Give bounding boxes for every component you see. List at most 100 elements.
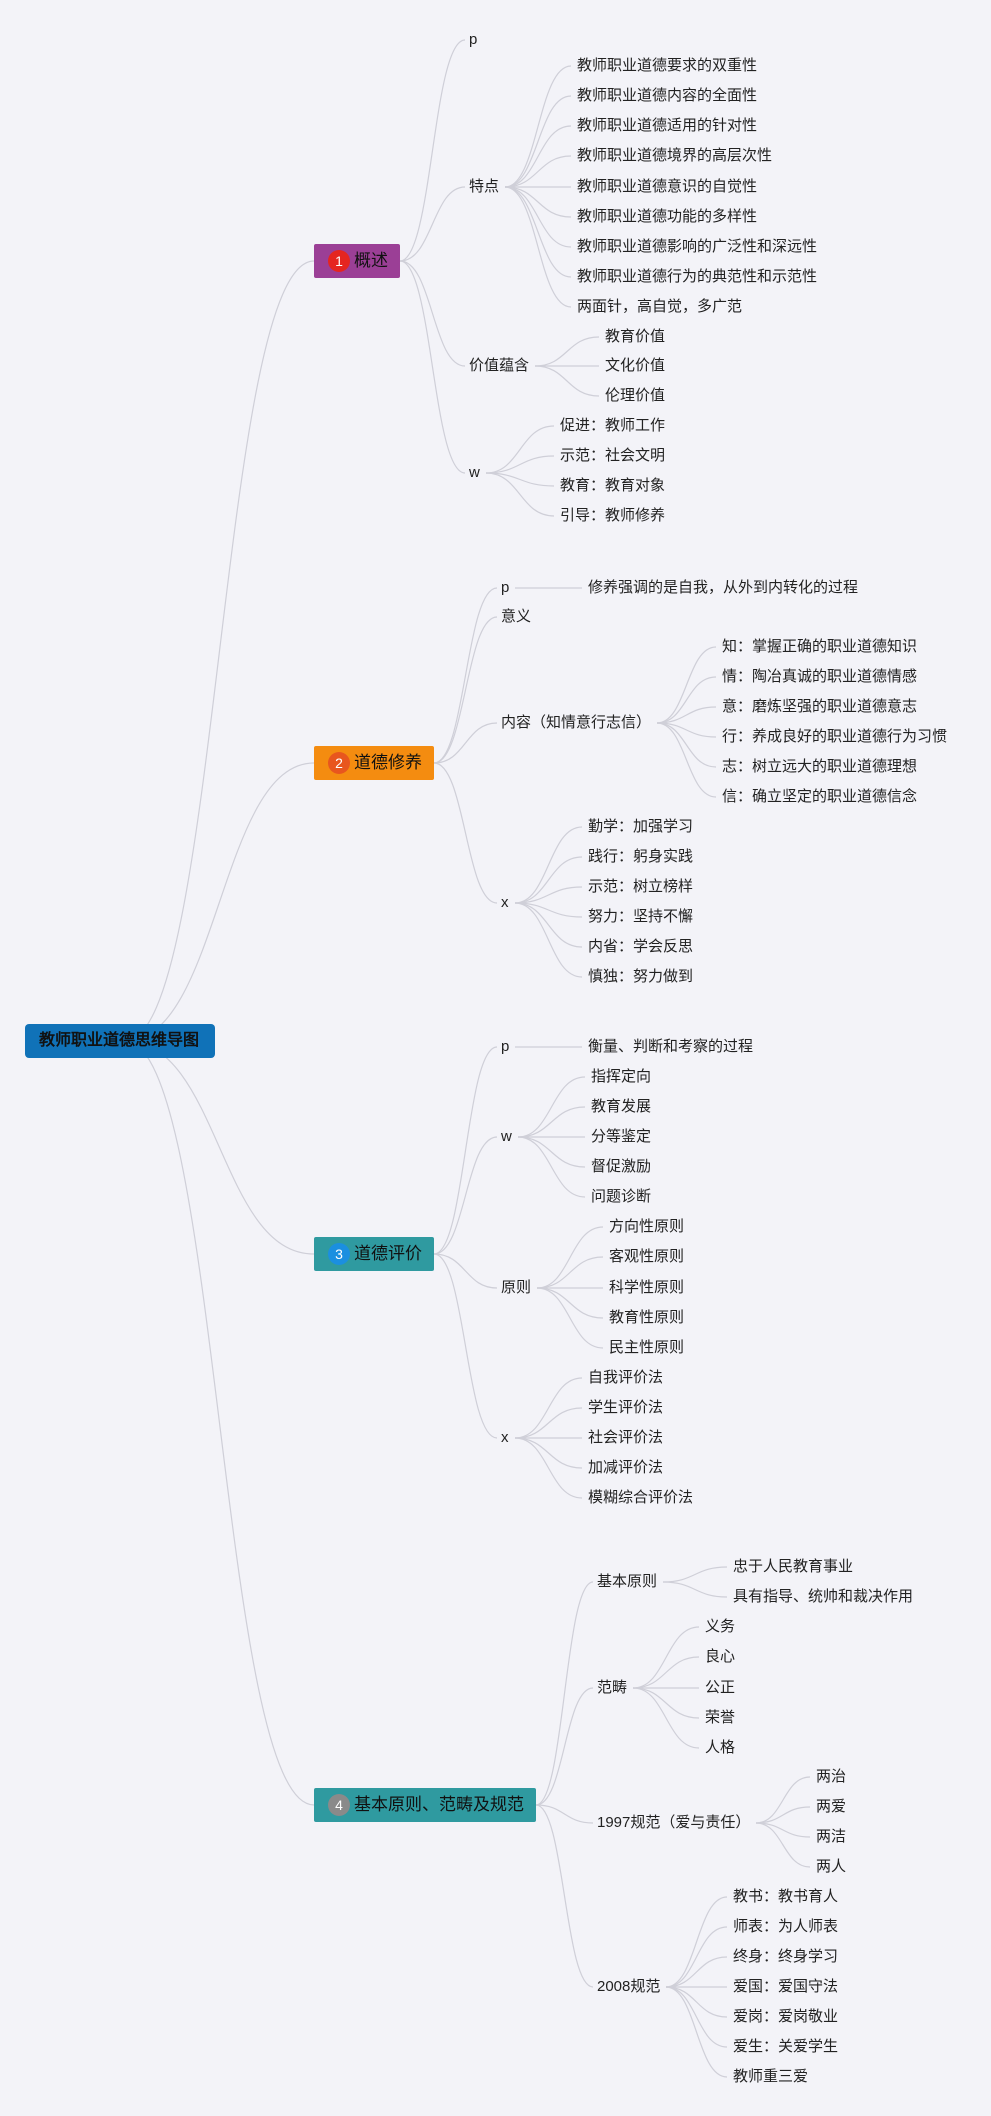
leaf-node[interactable]: 加减评价法 bbox=[588, 1459, 664, 1476]
leaf-node[interactable]: 教师重三爱 bbox=[733, 2068, 809, 2085]
leaf-node[interactable]: 荣誉 bbox=[705, 1709, 736, 1726]
leaf-node[interactable]: 教育：教育对象 bbox=[560, 477, 666, 494]
connector-line bbox=[656, 722, 717, 738]
topic-node[interactable]: 1997规范（爱与责任） bbox=[597, 1814, 751, 1831]
topic-node[interactable]: p bbox=[501, 579, 510, 596]
leaf-node[interactable]: 分等鉴定 bbox=[591, 1128, 652, 1145]
connector-line bbox=[665, 1986, 728, 2078]
topic-node[interactable]: x bbox=[501, 894, 509, 911]
connector-line bbox=[517, 1136, 586, 1198]
leaf-node[interactable]: 民主性原则 bbox=[609, 1339, 685, 1356]
leaf-node[interactable]: 指挥定向 bbox=[591, 1068, 652, 1085]
leaf-node[interactable]: 公正 bbox=[705, 1679, 736, 1696]
topic-node[interactable]: w bbox=[469, 464, 480, 481]
leaf-node[interactable]: 教育性原则 bbox=[609, 1309, 685, 1326]
leaf-node[interactable]: 教师职业道德影响的广泛性和深远性 bbox=[577, 238, 818, 255]
leaf-node[interactable]: 爱生：关爱学生 bbox=[733, 2038, 839, 2055]
leaf-node[interactable]: 社会评价法 bbox=[588, 1429, 664, 1446]
leaf-node[interactable]: 信：确立坚定的职业道德信念 bbox=[722, 788, 918, 805]
topic-node[interactable]: 价值蕴含 bbox=[469, 357, 530, 374]
topic-node[interactable]: 范畴 bbox=[597, 1679, 628, 1696]
leaf-node[interactable]: 文化价值 bbox=[605, 357, 666, 374]
leaf-node[interactable]: 促进：教师工作 bbox=[560, 417, 666, 434]
leaf-node[interactable]: 志：树立远大的职业道德理想 bbox=[722, 758, 918, 775]
leaf-node[interactable]: 教师职业道德适用的针对性 bbox=[577, 117, 758, 134]
connector-line bbox=[656, 722, 717, 768]
leaf-node[interactable]: 师表：为人师表 bbox=[733, 1918, 839, 1935]
leaf-node[interactable]: 行：养成良好的职业道德行为习惯 bbox=[722, 728, 948, 745]
leaf-node[interactable]: 两治 bbox=[816, 1768, 847, 1785]
leaf-node[interactable]: 衡量、判断和考察的过程 bbox=[588, 1038, 754, 1055]
leaf-node[interactable]: 模糊综合评价法 bbox=[588, 1489, 694, 1506]
connector-line bbox=[632, 1656, 700, 1689]
leaf-node[interactable]: 教育价值 bbox=[605, 328, 666, 345]
leaf-node[interactable]: 教师职业道德行为的典范性和示范性 bbox=[577, 268, 818, 285]
leaf-node[interactable]: 爱国：爱国守法 bbox=[733, 1978, 839, 1995]
leaf-node[interactable]: 人格 bbox=[705, 1739, 736, 1756]
leaf-node[interactable]: 两面针，高自觉，多广范 bbox=[577, 298, 743, 315]
leaf-node[interactable]: 知：掌握正确的职业道德知识 bbox=[722, 638, 918, 655]
leaf-node[interactable]: 情：陶冶真诚的职业道德情感 bbox=[722, 668, 918, 685]
leaf-node[interactable]: 义务 bbox=[705, 1618, 736, 1635]
branch-label: 概述 bbox=[354, 251, 388, 270]
connector-line bbox=[399, 260, 466, 367]
connector-line bbox=[755, 1822, 811, 1838]
leaf-node[interactable]: 教师职业道德要求的双重性 bbox=[577, 57, 758, 74]
connector-line bbox=[124, 260, 315, 1042]
leaf-node[interactable]: 努力：坚持不懈 bbox=[588, 908, 694, 925]
leaf-node[interactable]: 意：磨炼坚强的职业道德意志 bbox=[722, 698, 918, 715]
topic-node[interactable]: 2008规范 bbox=[597, 1978, 661, 1995]
topic-node[interactable]: w bbox=[501, 1128, 512, 1145]
topic-node[interactable]: 特点 bbox=[469, 178, 500, 195]
leaf-node[interactable]: 两人 bbox=[816, 1858, 847, 1875]
leaf-node[interactable]: 两爱 bbox=[816, 1798, 847, 1815]
leaf-node[interactable]: 学生评价法 bbox=[588, 1399, 664, 1416]
topic-node[interactable]: p bbox=[501, 1038, 510, 1055]
topic-node[interactable]: 内容（知情意行志信） bbox=[501, 714, 652, 731]
leaf-node[interactable]: 伦理价值 bbox=[605, 387, 666, 404]
leaf-node[interactable]: 修养强调的是自我，从外到内转化的过程 bbox=[588, 579, 859, 596]
leaf-node[interactable]: 慎独：努力做到 bbox=[588, 968, 694, 985]
leaf-node[interactable]: 教师职业道德内容的全面性 bbox=[577, 87, 758, 104]
topic-node[interactable]: p bbox=[469, 31, 478, 48]
leaf-node[interactable]: 方向性原则 bbox=[609, 1218, 685, 1235]
leaf-node[interactable]: 两洁 bbox=[816, 1828, 847, 1845]
leaf-node[interactable]: 教书：教书育人 bbox=[733, 1888, 839, 1905]
connector-line bbox=[514, 1407, 583, 1439]
leaf-node[interactable]: 示范：社会文明 bbox=[560, 447, 666, 464]
leaf-node[interactable]: 勤学：加强学习 bbox=[588, 818, 694, 835]
leaf-node[interactable]: 科学性原则 bbox=[609, 1279, 685, 1296]
root-node[interactable]: 教师职业道德思维导图 bbox=[25, 1024, 215, 1058]
topic-node[interactable]: 意义 bbox=[501, 608, 532, 625]
leaf-node[interactable]: 具有指导、统帅和裁决作用 bbox=[733, 1588, 914, 1605]
leaf-node[interactable]: 教师职业道德境界的高层次性 bbox=[577, 147, 773, 164]
topic-node[interactable]: 基本原则 bbox=[597, 1573, 658, 1590]
leaf-node[interactable]: 教育发展 bbox=[591, 1098, 652, 1115]
connector-line bbox=[632, 1626, 700, 1689]
leaf-node[interactable]: 忠于人民教育事业 bbox=[733, 1558, 854, 1575]
leaf-node[interactable]: 问题诊断 bbox=[591, 1188, 652, 1205]
leaf-node[interactable]: 教师职业道德意识的自觉性 bbox=[577, 178, 758, 195]
leaf-node[interactable]: 示范：树立榜样 bbox=[588, 878, 694, 895]
leaf-node[interactable]: 自我评价法 bbox=[588, 1369, 664, 1386]
leaf-node[interactable]: 引导：教师修养 bbox=[560, 507, 666, 524]
connector-line bbox=[504, 186, 572, 308]
topic-node[interactable]: 原则 bbox=[501, 1279, 532, 1296]
leaf-node[interactable]: 客观性原则 bbox=[609, 1248, 685, 1265]
leaf-node[interactable]: 教师职业道德功能的多样性 bbox=[577, 208, 758, 225]
connector-line bbox=[514, 902, 583, 978]
connector-line bbox=[536, 1226, 604, 1289]
leaf-node[interactable]: 内省：学会反思 bbox=[588, 938, 694, 955]
leaf-node[interactable]: 践行：躬身实践 bbox=[588, 848, 694, 865]
leaf-node[interactable]: 爱岗：爱岗敬业 bbox=[733, 2008, 839, 2025]
leaf-node[interactable]: 良心 bbox=[705, 1648, 736, 1665]
leaf-node[interactable]: 督促激励 bbox=[591, 1158, 652, 1175]
connector-line bbox=[514, 856, 583, 904]
topic-node[interactable]: x bbox=[501, 1429, 509, 1446]
branch-label: 基本原则、范畴及规范 bbox=[354, 1795, 524, 1814]
leaf-node[interactable]: 终身：终身学习 bbox=[733, 1948, 839, 1965]
